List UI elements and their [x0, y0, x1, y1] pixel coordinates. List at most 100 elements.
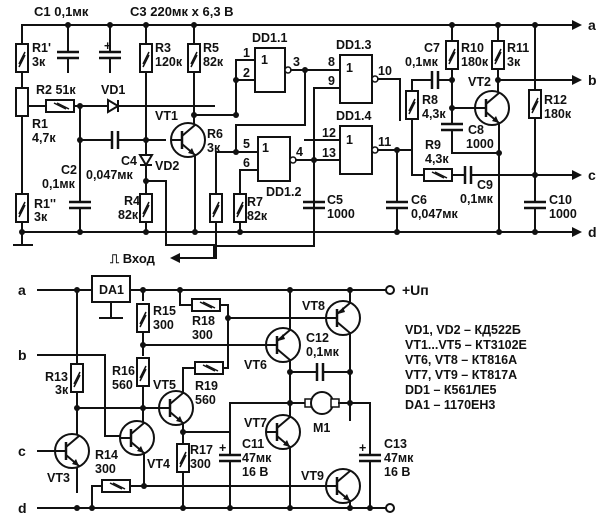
terminal-b-top: b: [588, 72, 597, 88]
label-vd2: VD2: [155, 159, 179, 173]
resistor-r17: [176, 443, 190, 473]
resistor-r14: [101, 479, 131, 493]
value-r15: 300: [153, 318, 174, 332]
transistor-vt8: [324, 299, 362, 337]
transistor-vt4: [118, 419, 156, 457]
labels-bottom: a b c d +Uп DA1 R15 300 R18 300 R13 3к R…: [18, 39, 429, 516]
label-vt5: VT5: [153, 378, 176, 392]
resistor-r9: [423, 168, 453, 182]
label-c13: C13: [384, 437, 407, 451]
value-c12: 0,1мк: [306, 345, 340, 359]
label-vd1: VD1: [101, 83, 125, 97]
resistor-r7: [233, 193, 247, 223]
label-r4: R4: [124, 194, 140, 208]
transistor-vt7: [264, 413, 302, 451]
potentiometer-r1: [15, 87, 29, 117]
label-r13: R13: [45, 370, 68, 384]
value-r5: 82к: [203, 55, 224, 69]
value-r18: 300: [192, 328, 213, 342]
label-r15: R15: [153, 304, 176, 318]
diode-vd2: [138, 154, 154, 167]
label-r10: R10: [461, 41, 484, 55]
label-c3: C3 220мк x 6,3 В: [130, 4, 234, 19]
supply-terminal[interactable]: [385, 285, 395, 295]
label-c2: C2: [61, 163, 77, 177]
resistor-r19: [194, 361, 224, 375]
regulator-da1: [91, 275, 131, 303]
resistor-r3: [139, 43, 153, 73]
label-da1: DA1: [99, 283, 124, 297]
voltage-c11: 16 В: [242, 465, 268, 479]
label-c8: C8: [468, 123, 484, 137]
gate-dd1-2: [257, 136, 291, 182]
label-vt1: VT1: [155, 109, 178, 123]
pin-4: 4: [296, 145, 303, 159]
parts-list-item: VT7, VT9 – КТ817А: [405, 368, 517, 382]
label-vt6: VT6: [244, 358, 267, 372]
label-vt9: VT9: [301, 469, 324, 483]
gate-dd1-1: [254, 47, 286, 93]
resistor-r12: [528, 89, 542, 119]
value-r12: 180к: [544, 107, 572, 121]
label-c6: C6: [411, 193, 427, 207]
label-r19: R19: [195, 379, 218, 393]
value-c5: 1000: [327, 207, 355, 221]
pin-9: 9: [328, 74, 335, 88]
value-r16: 560: [112, 378, 133, 392]
resistor-r8: [405, 90, 419, 120]
label-m1: M1: [313, 421, 330, 435]
motor-m1: [310, 391, 334, 415]
value-r8: 4,3к: [422, 107, 446, 121]
resistor-r4: [139, 193, 153, 223]
transistor-vt2: [473, 89, 511, 127]
value-r9: 4,3к: [425, 152, 449, 166]
pin-8: 8: [328, 55, 335, 69]
label-r6: R6: [207, 127, 223, 141]
label-c9: C9: [477, 178, 493, 192]
label-c11: C11: [242, 437, 264, 451]
resistor-r1pp: [15, 193, 29, 223]
label-r12: R12: [544, 93, 567, 107]
ground-terminal[interactable]: [385, 503, 395, 513]
value-c4: 0,047мк: [86, 168, 134, 182]
value-c7: 0,1мк: [405, 55, 439, 69]
value-c8: 1000: [466, 137, 494, 151]
terminal-d-bottom: d: [18, 500, 27, 516]
label-c12: C12: [306, 331, 329, 345]
terminal-c-top: c: [588, 167, 596, 183]
label-r11: R11: [507, 41, 529, 55]
arrow-a-top: [572, 20, 582, 30]
label-dd1-2: DD1.2: [266, 185, 301, 199]
value-c10: 1000: [549, 207, 577, 221]
label-c1: C1 0,1мк: [34, 4, 89, 19]
value-r6: 3к: [207, 141, 221, 155]
parts-list-item: VD1, VD2 – КД522Б: [405, 323, 521, 337]
value-r10: 180к: [461, 55, 489, 69]
resistor-r10: [445, 40, 459, 70]
label-vt4: VT4: [147, 457, 170, 471]
voltage-c13: 16 В: [384, 465, 410, 479]
gate-symbol-2: 1: [262, 141, 269, 155]
transistor-vt9: [324, 467, 362, 505]
gate-symbol-4: 1: [346, 133, 353, 147]
labels-top: C1 0,1мк C3 220мк x 6,3 В a b c d R1' 3к…: [32, 4, 597, 266]
label-dd1-4: DD1.4: [336, 109, 371, 123]
pin-2: 2: [243, 66, 250, 80]
value-r7: 82к: [247, 209, 268, 223]
value-r17: 300: [190, 457, 211, 471]
terminal-c-bottom: c: [18, 443, 26, 459]
value-r1p: 3к: [32, 55, 46, 69]
resistor-r2: [45, 99, 75, 113]
value-r1: 4,7к: [32, 131, 56, 145]
label-dd1-3: DD1.3: [336, 38, 371, 52]
label-r3: R3: [155, 41, 171, 55]
transistor-vt3: [53, 432, 91, 470]
label-r1p: R1': [32, 41, 51, 55]
label-dd1-1: DD1.1: [252, 31, 287, 45]
input-label: ⎍ Вход: [110, 251, 156, 266]
label-c4: C4: [121, 154, 137, 168]
pin-10: 10: [378, 64, 392, 78]
pin-11: 11: [378, 135, 391, 149]
parts-list-item: VT1...VT5 – КТ3102Е: [405, 338, 527, 352]
label-c5: C5: [327, 193, 343, 207]
